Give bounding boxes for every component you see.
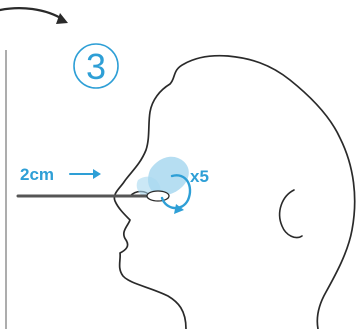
head-outline bbox=[113, 54, 356, 329]
distance-label: 2cm bbox=[20, 165, 54, 184]
ear-outline bbox=[278, 189, 303, 239]
swab-icon bbox=[16, 190, 170, 202]
curved-arrow-icon bbox=[0, 7, 68, 24]
rotate-arrow-icon bbox=[160, 174, 192, 214]
step-badge: 3 bbox=[73, 43, 119, 89]
repeat-label: x5 bbox=[190, 167, 209, 186]
arrow-right-icon bbox=[69, 169, 101, 179]
step-number: 3 bbox=[86, 46, 106, 87]
